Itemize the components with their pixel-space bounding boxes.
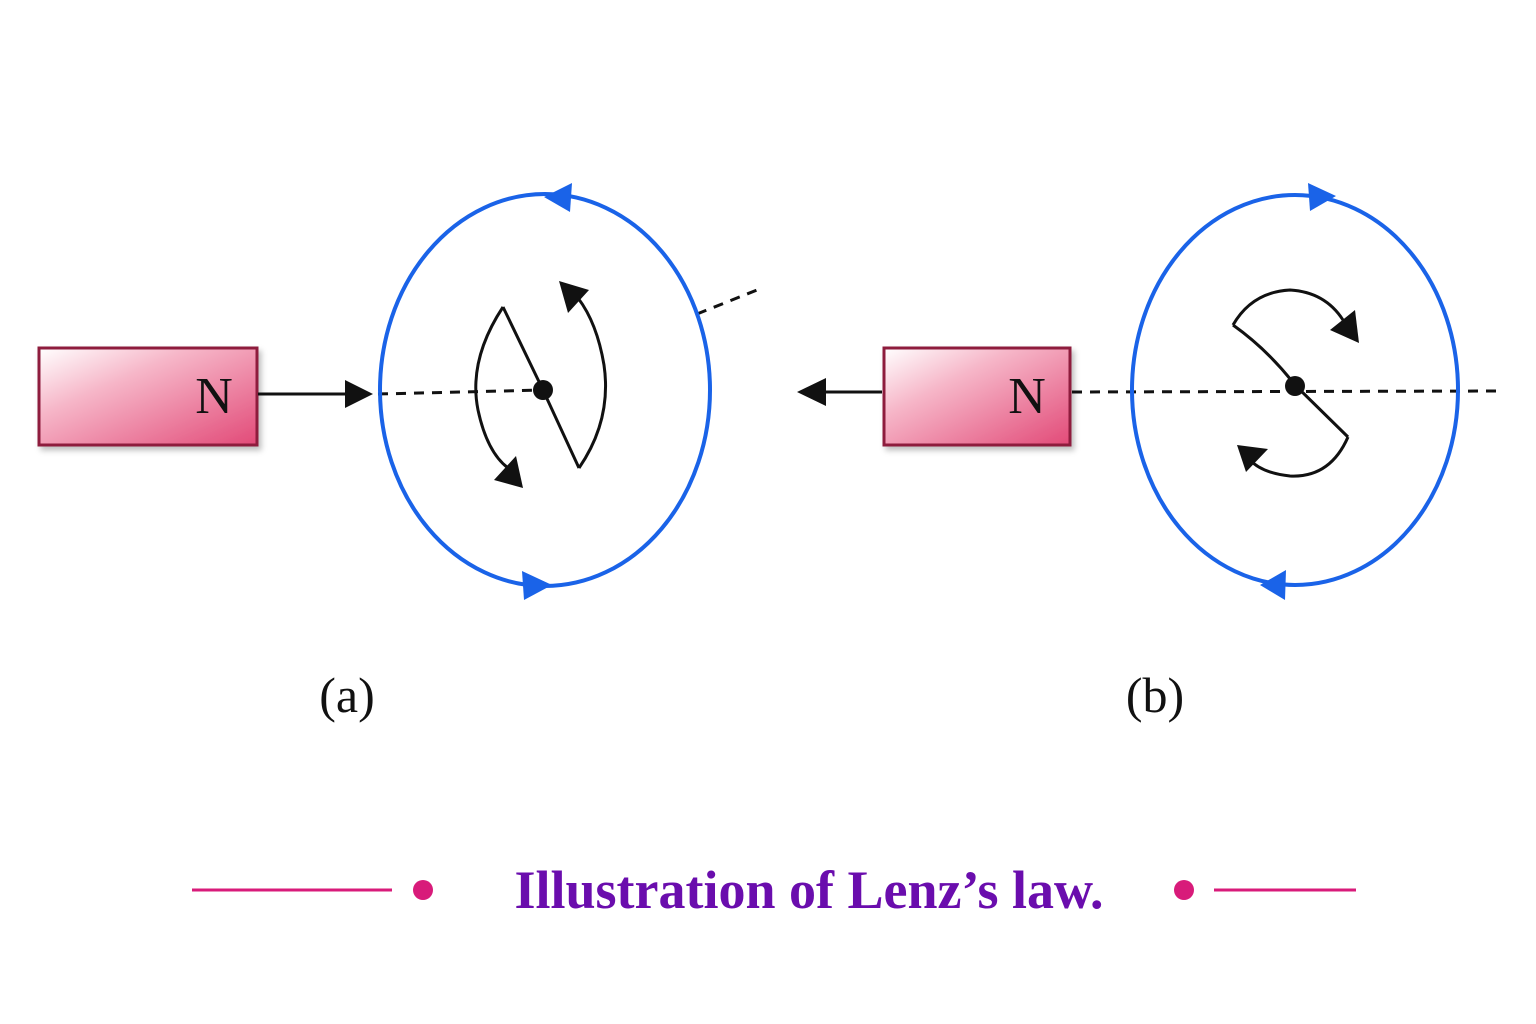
loop-arrow-top-b xyxy=(1308,183,1336,211)
loop-arrow-top-a xyxy=(544,183,572,212)
motion-arrow-b xyxy=(797,378,882,406)
bar-magnet-b: N xyxy=(882,346,1072,447)
caption-dot-right xyxy=(1174,880,1194,900)
magnet-pole-label-b: N xyxy=(1008,368,1046,425)
panel-label-b: (b) xyxy=(1126,667,1184,723)
loop-arrow-bottom-b xyxy=(1260,570,1286,600)
panel-a: N (a) xyxy=(37,183,758,723)
motion-arrow-a xyxy=(258,380,373,408)
current-loop-a xyxy=(378,183,712,600)
axis-line-b xyxy=(1071,389,1501,394)
axis-line-a xyxy=(377,388,544,396)
loop-arrow-bottom-a xyxy=(522,571,552,600)
panel-b: N (b) xyxy=(797,183,1501,723)
magnet-pole-label-a: N xyxy=(195,368,233,425)
bar-magnet-a: N xyxy=(37,346,259,447)
caption-text: Illustration of Lenz’s law. xyxy=(514,860,1103,920)
pivot-point-a xyxy=(533,380,553,400)
field-indicator-a xyxy=(474,281,608,488)
axis-line-a-tail xyxy=(696,288,758,316)
current-loop-b xyxy=(1130,183,1460,600)
field-indicator-b xyxy=(1231,288,1359,478)
pivot-point-b xyxy=(1285,376,1305,396)
panel-label-a: (a) xyxy=(319,667,375,723)
caption-dot-left xyxy=(413,880,433,900)
figure-caption: Illustration of Lenz’s law. xyxy=(192,860,1356,920)
